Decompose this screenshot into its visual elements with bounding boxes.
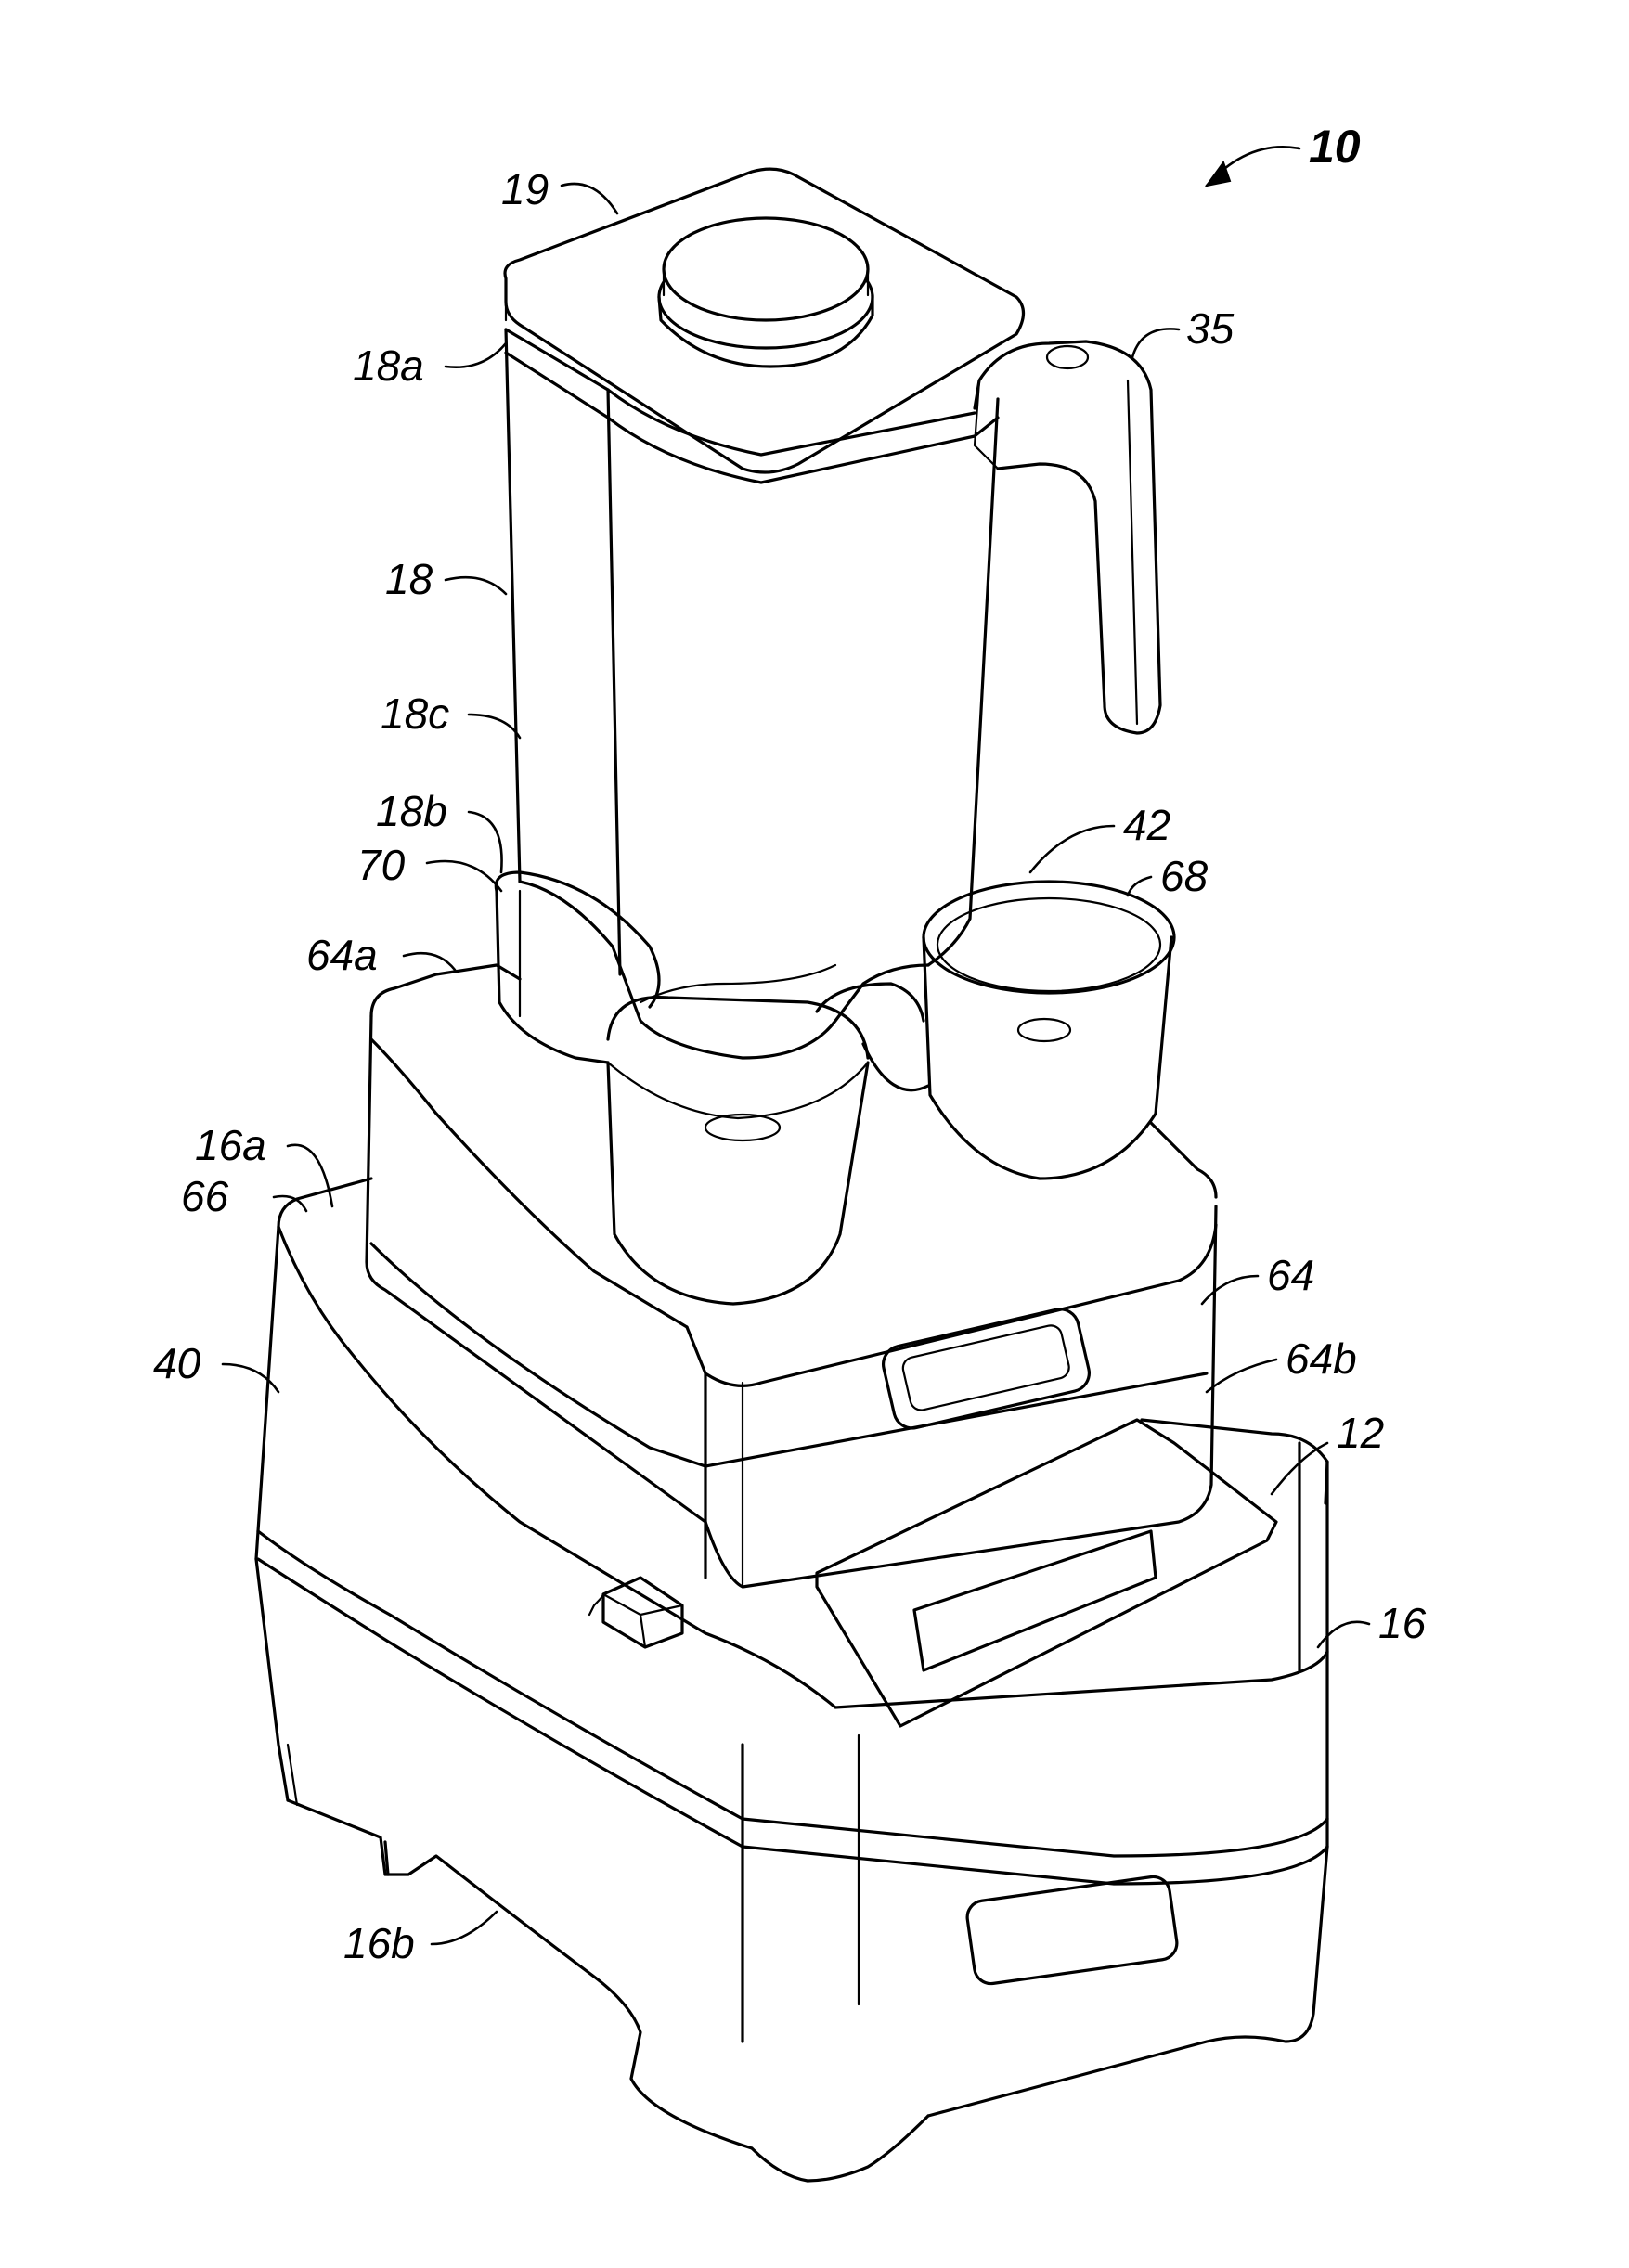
label-adapter-bottom: 64b	[1286, 1334, 1357, 1383]
handle	[975, 341, 1160, 733]
label-housing: 16	[1378, 1599, 1427, 1647]
lid	[505, 169, 1024, 472]
label-container: 18	[385, 555, 433, 603]
leader-lines	[223, 147, 1369, 1944]
label-base-corner: 66	[181, 1172, 229, 1220]
label-collar: 70	[357, 841, 406, 889]
label-container-bottom: 18b	[376, 787, 447, 835]
motor-base	[256, 1179, 1327, 2181]
label-base-top: 16a	[195, 1121, 266, 1169]
label-lid: 19	[501, 165, 549, 213]
label-container-top: 18a	[353, 341, 424, 390]
label-adapter-top: 64a	[306, 931, 378, 979]
label-container-side: 18c	[381, 689, 449, 738]
label-handle: 35	[1186, 304, 1235, 353]
reference-labels: 10 19 18a 35 18 18c 18b 70 42 68 64a 16a…	[153, 121, 1427, 1967]
label-receptacle: 42	[1123, 801, 1170, 849]
label-motor-base: 12	[1337, 1409, 1384, 1457]
label-base-side: 40	[153, 1339, 201, 1387]
cup-receptacles	[496, 872, 1174, 1304]
label-adapter: 64	[1267, 1251, 1314, 1299]
label-base-bottom: 16b	[343, 1919, 415, 1967]
adapter-base	[367, 965, 1216, 1587]
label-cup: 68	[1160, 852, 1209, 900]
label-assembly: 10	[1309, 121, 1361, 173]
